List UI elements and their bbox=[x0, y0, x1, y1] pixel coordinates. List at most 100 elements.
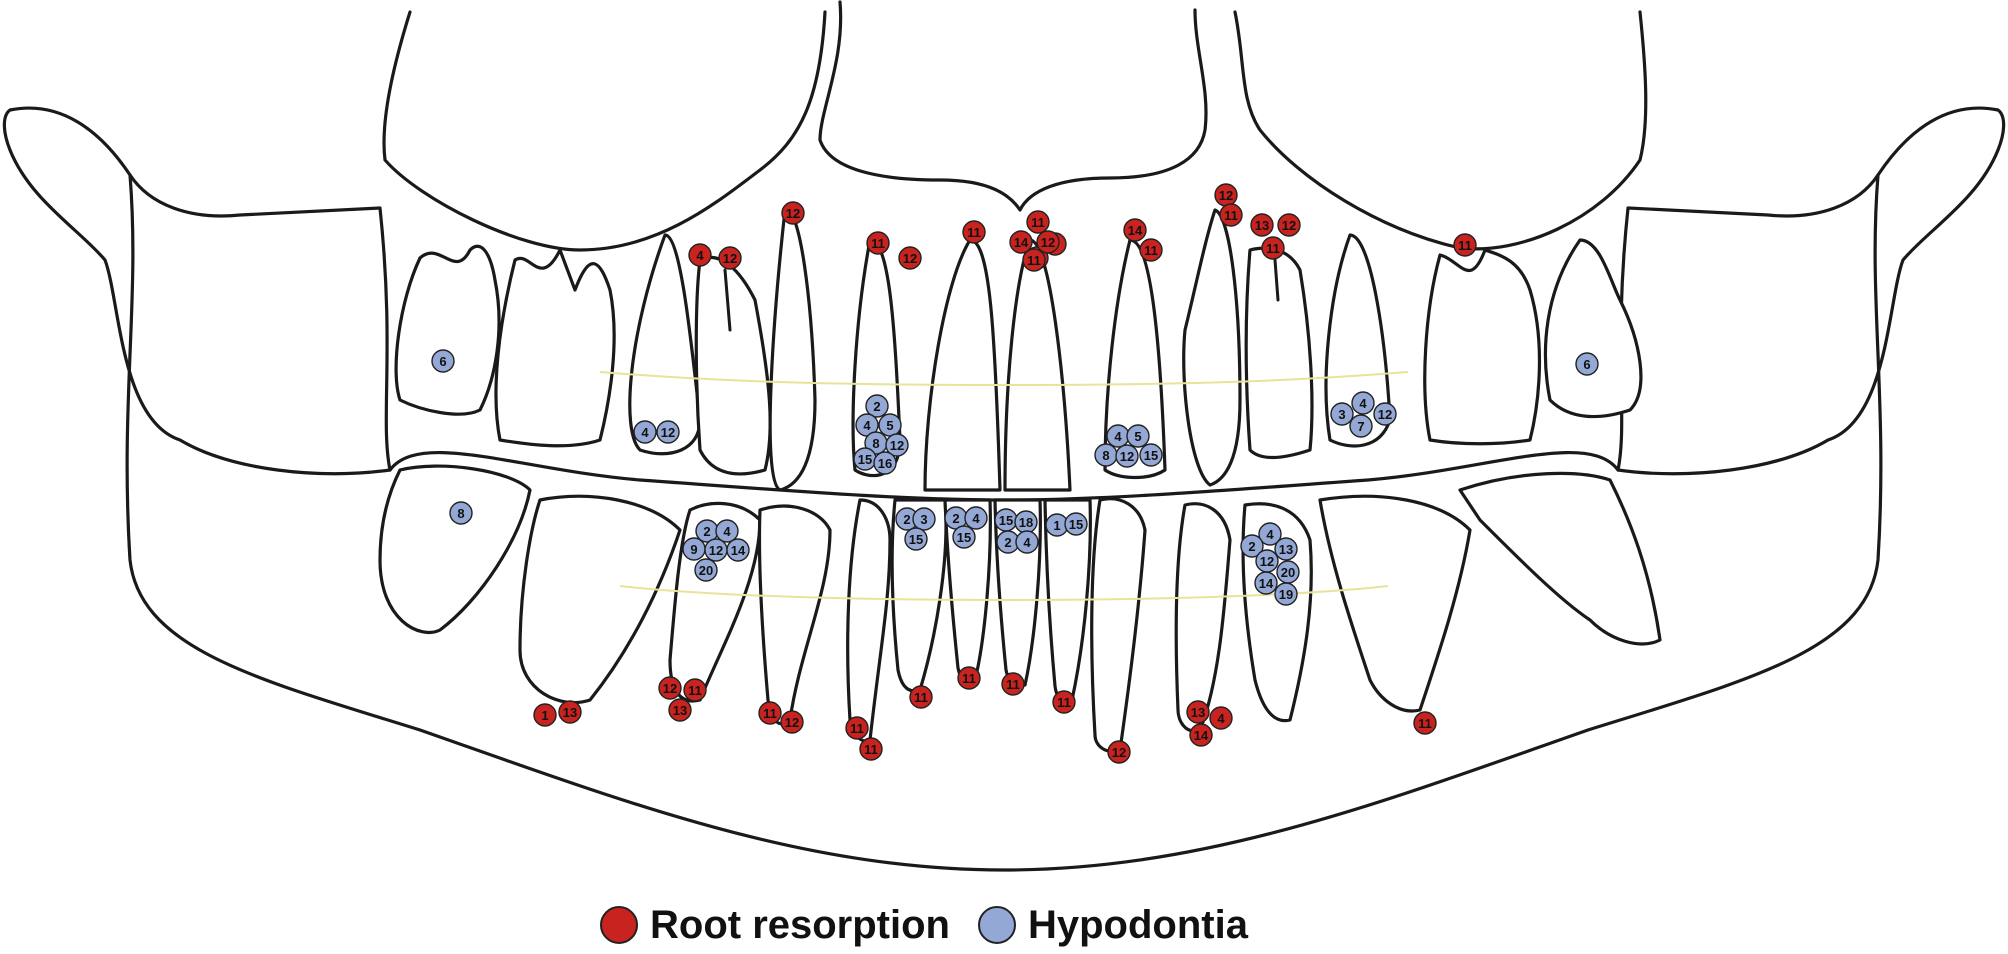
root-resorption-marker-label: 11 bbox=[1144, 243, 1158, 258]
root-resorption-marker: 14 bbox=[1009, 230, 1033, 254]
root-resorption-marker: 11 bbox=[859, 737, 883, 761]
root-resorption-marker: 11 bbox=[1001, 672, 1025, 696]
hypodontia-marker-circle bbox=[1274, 582, 1298, 606]
root-resorption-marker-circle bbox=[866, 231, 890, 255]
root-resorption-marker-label: 11 bbox=[1224, 208, 1238, 223]
root-resorption-marker-label: 14 bbox=[1014, 235, 1029, 250]
root-resorption-marker: 12 bbox=[658, 676, 682, 700]
hypodontia-marker-circle bbox=[1351, 391, 1375, 415]
root-resorption-marker-label: 12 bbox=[1219, 188, 1233, 203]
hypodontia-marker: 4 bbox=[1258, 522, 1282, 546]
root-resorption-markers: 1211121141211411141211141112131112111111… bbox=[533, 183, 1477, 764]
hypodontia-marker-circle bbox=[715, 519, 739, 543]
root-resorption-marker: 13 bbox=[1186, 700, 1210, 724]
root-resorption-marker-circle bbox=[1189, 723, 1213, 747]
hypodontia-marker-label: 2 bbox=[1004, 535, 1011, 550]
root-resorption-marker-label: 12 bbox=[785, 715, 799, 730]
hypodontia-marker-label: 6 bbox=[439, 354, 446, 369]
root-resorption-marker-circle bbox=[909, 685, 933, 709]
root-resorption-marker: 14 bbox=[1189, 723, 1213, 747]
hypodontia-marker-label: 4 bbox=[1266, 527, 1274, 542]
hypodontia-marker-label: 4 bbox=[641, 425, 649, 440]
hypodontia-marker-circle bbox=[1373, 402, 1397, 426]
hypodontia-marker-label: 3 bbox=[1338, 407, 1345, 422]
root-resorption-marker-label: 11 bbox=[763, 706, 777, 721]
hypodontia-marker: 1 bbox=[1045, 513, 1069, 537]
hypodontia-marker: 15 bbox=[952, 525, 976, 549]
hypodontia-marker: 8 bbox=[1094, 443, 1118, 467]
root-resorption-marker: 12 bbox=[1036, 230, 1060, 254]
root-resorption-marker: 11 bbox=[758, 701, 782, 725]
root-resorption-marker-circle bbox=[1453, 233, 1477, 257]
root-resorption-marker-circle bbox=[1261, 236, 1285, 260]
hypodontia-marker: 12 bbox=[1255, 549, 1279, 573]
hypodontia-swatch-icon bbox=[977, 906, 1016, 944]
root-resorption-marker: 12 bbox=[898, 246, 922, 270]
hypodontia-marker: 3 bbox=[1330, 402, 1354, 426]
root-resorption-marker-circle bbox=[1052, 690, 1076, 714]
root-resorption-marker-label: 11 bbox=[1458, 238, 1472, 253]
root-resorption-marker: 14 bbox=[1123, 218, 1147, 242]
hypodontia-marker-label: 16 bbox=[878, 456, 892, 471]
root-resorption-marker-label: 12 bbox=[1041, 235, 1055, 250]
jaw-outline bbox=[2, 0, 2006, 872]
hypodontia-marker: 13 bbox=[1274, 537, 1298, 561]
hypodontia-marker-label: 15 bbox=[999, 513, 1013, 528]
root-resorption-marker: 11 bbox=[1139, 238, 1163, 262]
root-resorption-marker: 11 bbox=[909, 685, 933, 709]
root-resorption-marker: 11 bbox=[1026, 210, 1050, 234]
hypodontia-marker-label: 12 bbox=[1378, 407, 1392, 422]
root-resorption-marker-label: 14 bbox=[1128, 223, 1143, 238]
hypodontia-marker-label: 12 bbox=[890, 438, 904, 453]
root-resorption-marker-circle bbox=[1036, 230, 1060, 254]
root-resorption-marker-circle bbox=[718, 246, 742, 270]
root-resorption-marker-circle bbox=[558, 700, 582, 724]
hypodontia-marker-circle bbox=[1258, 522, 1282, 546]
hypodontia-marker-circle bbox=[656, 420, 680, 444]
hypodontia-marker-label: 14 bbox=[1259, 576, 1274, 591]
root-resorption-marker-circle bbox=[1139, 238, 1163, 262]
hypodontia-marker-label: 1 bbox=[1053, 518, 1060, 533]
root-resorption-marker-circle bbox=[780, 710, 804, 734]
root-resorption-marker-label: 4 bbox=[696, 248, 704, 263]
root-resorption-marker-label: 11 bbox=[1031, 215, 1045, 230]
root-resorption-marker-circle bbox=[533, 703, 557, 727]
hypodontia-marker-label: 18 bbox=[1019, 515, 1033, 530]
hypodontia-marker-label: 2 bbox=[703, 524, 710, 539]
hypodontia-marker-circle bbox=[952, 525, 976, 549]
root-resorption-marker-label: 12 bbox=[1112, 745, 1126, 760]
hypodontia-marker-circle bbox=[904, 527, 928, 551]
hypodontia-marker: 3 bbox=[912, 507, 936, 531]
hypodontia-marker: 2 bbox=[1240, 534, 1264, 558]
hypodontia-marker-label: 15 bbox=[1069, 517, 1083, 532]
root-resorption-marker: 4 bbox=[1209, 706, 1233, 730]
hypodontia-marker-label: 15 bbox=[858, 452, 872, 467]
root-resorption-marker: 11 bbox=[962, 220, 986, 244]
hypodontia-marker: 16 bbox=[873, 451, 897, 475]
hypodontia-marker: 4 bbox=[633, 420, 657, 444]
hypodontia-marker: 5 bbox=[878, 413, 902, 437]
hypodontia-marker: 12 bbox=[1373, 402, 1397, 426]
root-resorption-marker-label: 13 bbox=[1255, 218, 1269, 233]
hypodontia-marker-label: 9 bbox=[690, 542, 697, 557]
root-resorption-marker: 1 bbox=[533, 703, 557, 727]
root-resorption-marker-circle bbox=[688, 243, 712, 267]
hypodontia-marker: 15 bbox=[904, 527, 928, 551]
root-resorption-marker-circle bbox=[962, 220, 986, 244]
hypodontia-marker-label: 4 bbox=[972, 511, 980, 526]
root-resorption-marker: 11 bbox=[683, 678, 707, 702]
root-resorption-marker-circle bbox=[1219, 203, 1243, 227]
lower-teeth bbox=[378, 464, 1662, 753]
root-resorption-marker-label: 12 bbox=[786, 206, 800, 221]
hypodontia-marker: 18 bbox=[1014, 510, 1038, 534]
hypodontia-marker-label: 12 bbox=[1120, 449, 1134, 464]
root-resorption-marker: 12 bbox=[780, 710, 804, 734]
hypodontia-marker: 6 bbox=[1575, 352, 1599, 376]
root-resorption-marker-label: 11 bbox=[871, 236, 885, 251]
hypodontia-marker-label: 15 bbox=[909, 532, 923, 547]
root-resorption-marker-label: 11 bbox=[1057, 695, 1071, 710]
root-resorption-marker-label: 11 bbox=[1418, 716, 1432, 731]
root-resorption-marker-circle bbox=[658, 676, 682, 700]
root-resorption-marker-circle bbox=[683, 678, 707, 702]
